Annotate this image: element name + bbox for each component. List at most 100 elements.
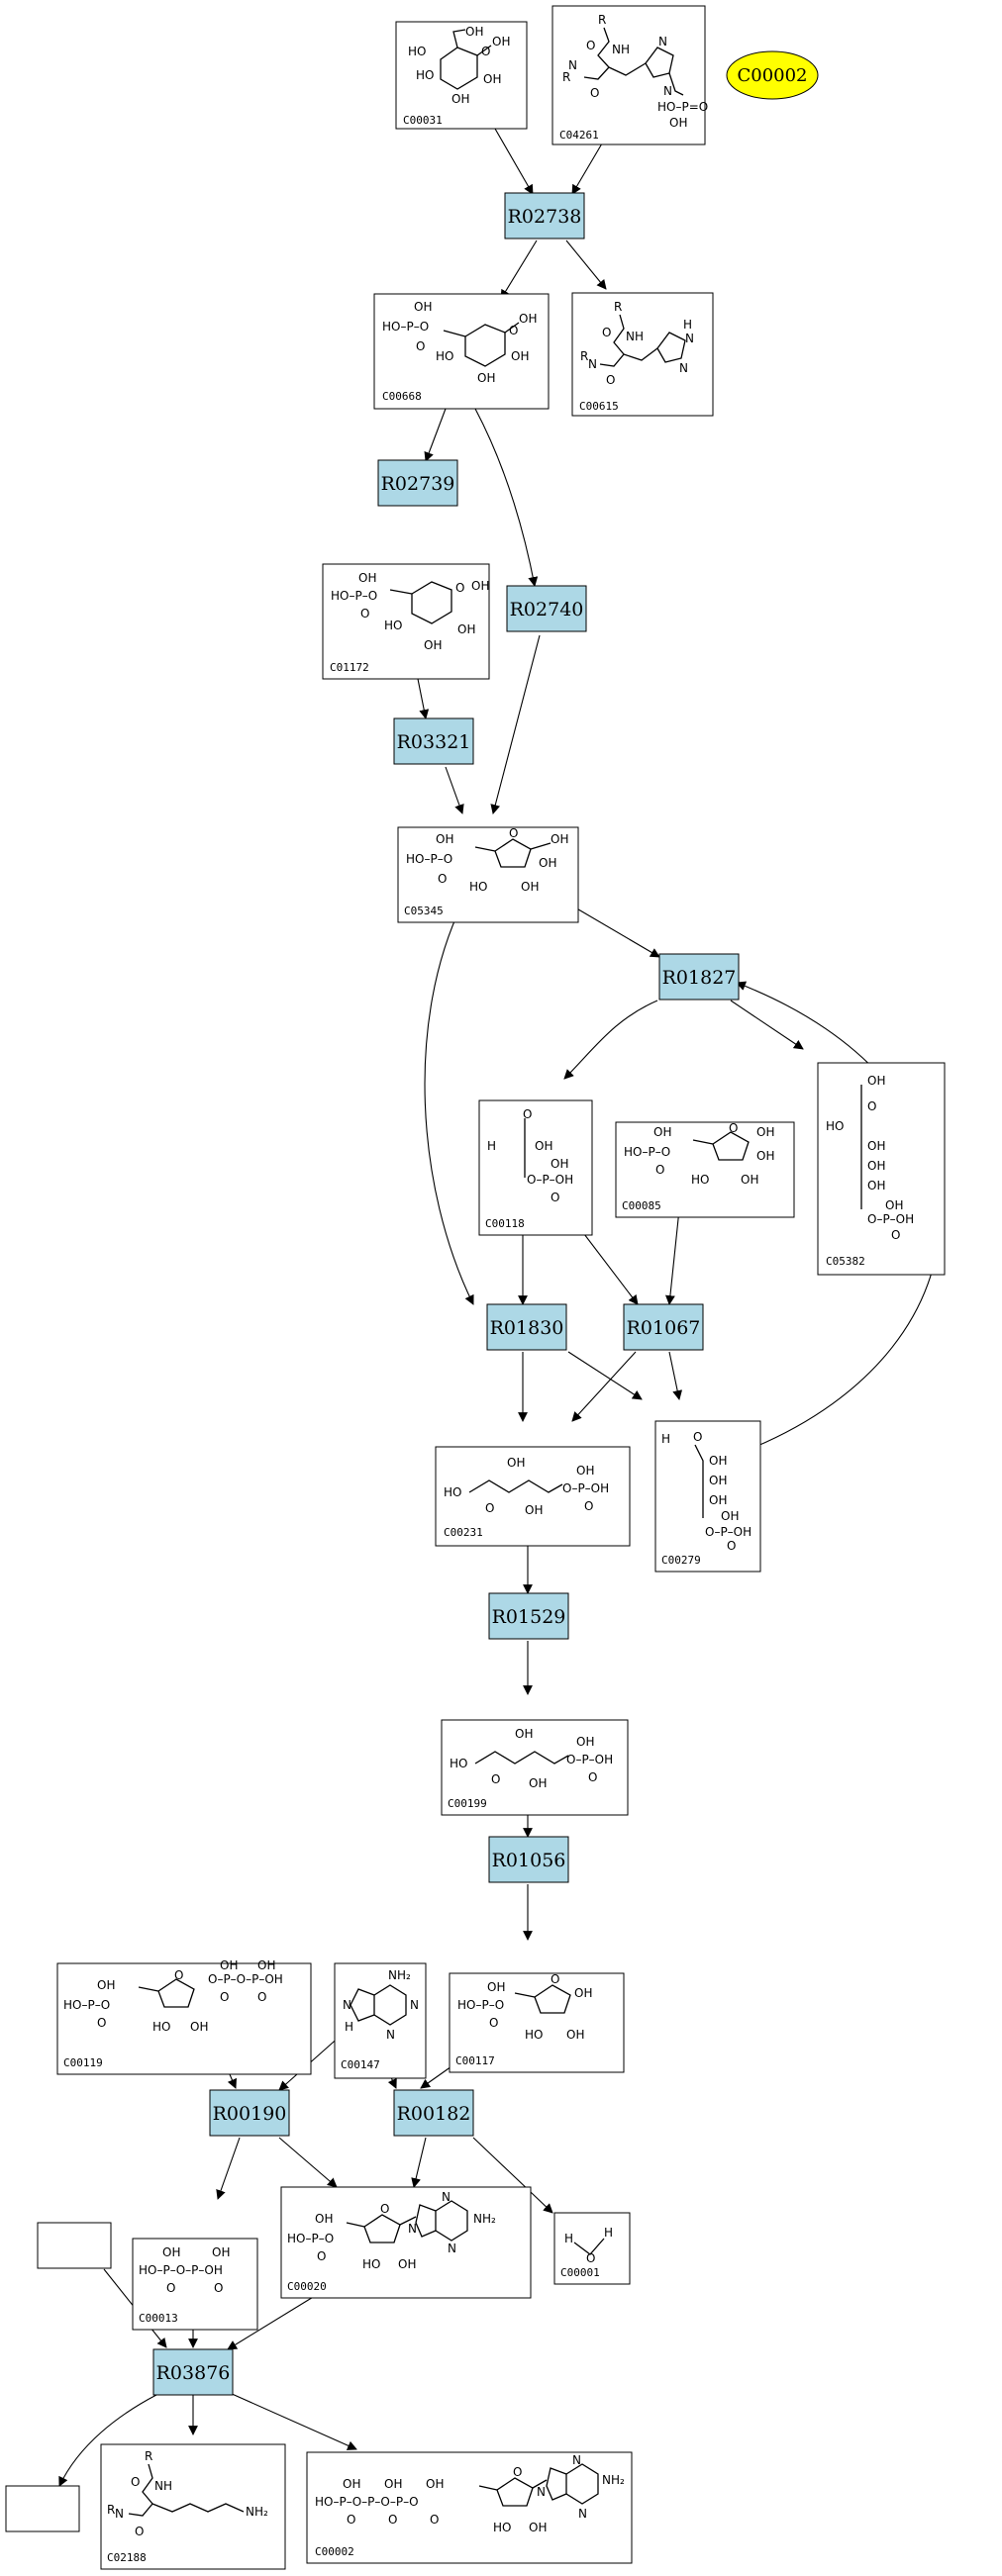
compound-id: C00013 [139, 2312, 178, 2325]
svg-text:OH: OH [483, 72, 501, 86]
svg-text:OH: OH [457, 622, 475, 636]
svg-text:O: O [388, 2513, 397, 2527]
reaction-label: R02739 [381, 473, 455, 495]
compound-id: C00231 [444, 1526, 483, 1539]
compound-nodes: OH O OH HO HO OH OH C00031 R O NH N [5, 5, 946, 2570]
svg-text:OH: OH [539, 856, 556, 870]
compound-C02188[interactable]: R O NH R N O NH₂ C02188 [100, 2443, 286, 2570]
compound-C00615[interactable]: R O NH H N N R N O C00615 [571, 292, 714, 417]
svg-text:OH: OH [885, 1198, 903, 1212]
svg-text:O–P–OH: O–P–OH [705, 1525, 752, 1539]
svg-text:OH: OH [529, 2521, 547, 2534]
svg-text:R: R [107, 2503, 115, 2517]
svg-text:OH: OH [511, 349, 529, 363]
svg-text:N: N [408, 2222, 417, 2236]
svg-text:H: H [604, 2226, 613, 2240]
svg-text:O: O [586, 39, 595, 52]
compound-C00117[interactable]: OH HO–P–O O O OH HO OH C00117 [449, 1972, 625, 2073]
svg-text:O: O [97, 2016, 106, 2030]
compound-C00118[interactable]: O H OH OH O–P–OH O C00118 [478, 1099, 593, 1236]
svg-text:HO–P–O: HO–P–O [287, 2232, 334, 2245]
reaction-label: R02740 [510, 599, 584, 620]
svg-text:OH: OH [521, 880, 539, 894]
reaction-label: R01056 [492, 1850, 566, 1871]
reaction-R01827[interactable]: R01827 [658, 953, 740, 1001]
reaction-label: R00190 [213, 2103, 287, 2125]
svg-text:HO–P–O: HO–P–O [382, 320, 429, 334]
svg-text:O: O [523, 1107, 532, 1121]
svg-text:N: N [679, 361, 688, 375]
compound-id: C00117 [455, 2054, 495, 2067]
svg-text:OH: OH [190, 2020, 208, 2034]
svg-text:HO: HO [408, 45, 426, 58]
reaction-R00182[interactable]: R00182 [393, 2089, 474, 2137]
svg-text:O: O [380, 2202, 389, 2216]
compound-C00279[interactable]: H O OH OH OH OH O–P–OH O C00279 [654, 1420, 761, 1573]
svg-text:OH: OH [709, 1454, 727, 1468]
svg-text:OH: OH [551, 832, 568, 846]
reaction-R02738[interactable]: R02738 [504, 192, 585, 239]
svg-text:O: O [727, 1539, 736, 1553]
reaction-R00190[interactable]: R00190 [209, 2089, 290, 2137]
svg-text:O: O [220, 1990, 229, 2004]
svg-text:R: R [562, 70, 570, 84]
svg-text:NH: NH [626, 330, 644, 343]
svg-text:NH₂: NH₂ [473, 2212, 496, 2226]
svg-text:O: O [489, 2016, 498, 2030]
svg-text:O–P–OH: O–P–OH [867, 1212, 914, 1226]
unlabeled-compound-left[interactable] [37, 2222, 112, 2269]
compound-C00001[interactable]: H O H C00001 [553, 2212, 631, 2285]
compound-C00013[interactable]: OH OH HO–P–O–P–OH O O C00013 [132, 2238, 258, 2331]
svg-text:R: R [145, 2449, 152, 2463]
svg-text:H: H [683, 318, 692, 332]
compound-C05382[interactable]: OH O HO OH OH OH OH O–P–OH O C05382 [817, 1062, 946, 1276]
svg-text:HO–P–O: HO–P–O [457, 1998, 504, 2012]
compound-C05345[interactable]: OH HO–P–O O O OH OH HO OH C05345 [397, 826, 579, 923]
highlight-label: C00002 [737, 65, 807, 86]
highlight-oval-C00002[interactable]: C00002 [726, 50, 819, 100]
compound-id: C00020 [287, 2280, 327, 2293]
unlabeled-compound-bottom[interactable] [5, 2485, 80, 2532]
reaction-R01529[interactable]: R01529 [488, 1592, 569, 1640]
svg-text:OH: OH [576, 1464, 594, 1478]
svg-text:N: N [343, 1998, 351, 2012]
svg-text:N: N [537, 2485, 546, 2499]
svg-text:H: H [661, 1432, 670, 1446]
structure-C00231: OH OH HO O–P–OH O OH O [444, 1456, 609, 1517]
svg-text:O: O [891, 1228, 900, 1242]
compound-C00199[interactable]: OH OH HO O–P–OH O OH O C00199 [441, 1719, 629, 1816]
reaction-R01067[interactable]: R01067 [623, 1303, 704, 1351]
reaction-R02739[interactable]: R02739 [377, 459, 458, 507]
structure-C00117: OH HO–P–O O O OH HO OH [457, 1972, 592, 2042]
reaction-R03876[interactable]: R03876 [152, 2348, 234, 2396]
svg-text:N: N [658, 35, 667, 48]
compound-C04261[interactable]: R O NH N N R O N HO–P=O OH C04261 [551, 5, 708, 145]
reaction-label: R03321 [397, 731, 471, 753]
svg-text:HO: HO [384, 619, 402, 632]
svg-text:OH: OH [465, 25, 483, 39]
reaction-R03321[interactable]: R03321 [393, 717, 474, 765]
svg-text:N: N [448, 2242, 456, 2255]
compound-C00002[interactable]: OH OH OH HO–P–O–P–O–P–O O O O O N NH₂ N … [306, 2451, 633, 2564]
svg-text:O: O [455, 581, 464, 595]
svg-text:R: R [598, 13, 606, 27]
svg-text:OH: OH [212, 2245, 230, 2259]
reaction-R02740[interactable]: R02740 [506, 585, 587, 632]
compound-id: C05345 [404, 905, 444, 917]
compound-C00231[interactable]: OH OH HO O–P–OH O OH O C00231 [435, 1446, 631, 1547]
compound-C00020[interactable]: OH HO–P–O O O N NH₂ N N HO OH C00020 [280, 2186, 532, 2299]
compound-C01172[interactable]: OH HO–P–O O O OH HO OH OH C01172 [322, 563, 490, 680]
svg-text:HO–P–O: HO–P–O [406, 852, 452, 866]
svg-text:O–P–OH: O–P–OH [562, 1481, 609, 1495]
reaction-R01056[interactable]: R01056 [488, 1836, 569, 1883]
svg-text:OH: OH [436, 832, 453, 846]
compound-C00668[interactable]: OH HO–P–O O O OH HO OH OH C00668 [373, 293, 550, 410]
structure-C04261: R O NH N N R O N HO–P=O OH [562, 13, 708, 130]
reaction-R01830[interactable]: R01830 [486, 1303, 567, 1351]
compound-C00147[interactable]: NH₂ N N H N C00147 [334, 1962, 427, 2079]
compound-C00119[interactable]: OH HO–P–O O O O–P–O–P–OH OH OH O O HO OH… [56, 1958, 312, 2075]
svg-text:HO: HO [416, 68, 434, 82]
svg-text:HO: HO [691, 1173, 709, 1187]
compound-C00031[interactable]: OH O OH HO HO OH OH C00031 [395, 21, 528, 130]
compound-C00085[interactable]: OH HO–P–O O O OH OH HO OH C00085 [615, 1121, 795, 1218]
